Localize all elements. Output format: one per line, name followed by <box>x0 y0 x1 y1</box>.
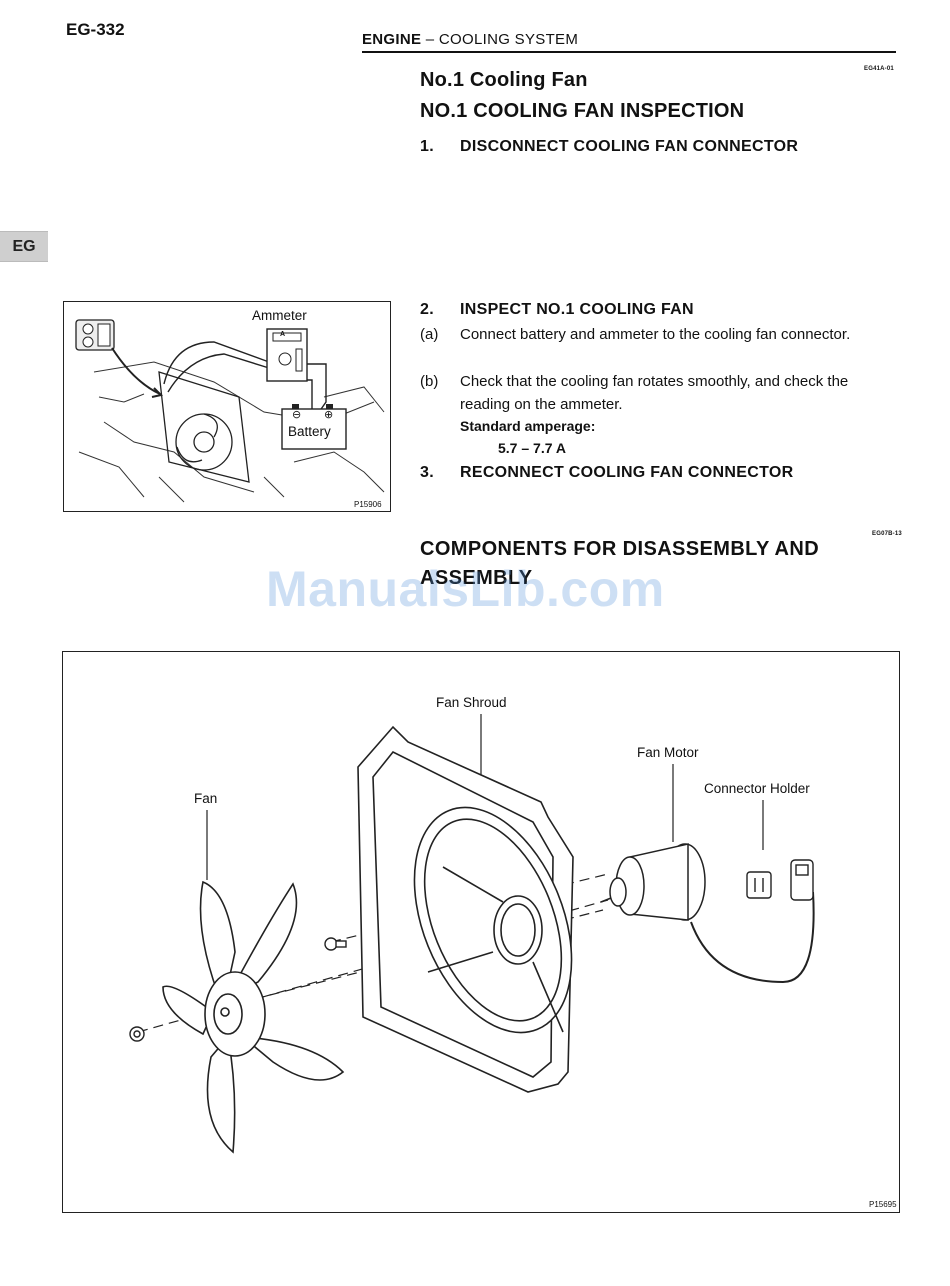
section-title: No.1 Cooling Fan <box>420 69 588 91</box>
header-dash: – <box>425 31 435 48</box>
step-text: INSPECT NO.1 COOLING FAN <box>460 301 694 318</box>
callout-fan-shroud: Fan Shroud <box>436 695 507 710</box>
fan-blades <box>162 880 345 1154</box>
callout-connector-holder: Connector Holder <box>704 781 810 796</box>
connector-inset <box>75 319 163 398</box>
substep-a: (a) Connect battery and ammeter to the c… <box>420 323 902 346</box>
substep-label: (a) <box>420 326 439 343</box>
callout-fan-motor: Fan Motor <box>637 745 699 760</box>
page-number: EG-332 <box>66 20 125 39</box>
ammeter-test-illustration <box>75 319 385 503</box>
ammeter-test-figure: Ammeter A ⊖ ⊕ Battery P15906 <box>63 301 391 512</box>
watermark: ManualsLib.com <box>266 561 665 617</box>
plus-terminal-symbol: ⊕ <box>324 409 334 421</box>
components-figure: Fan Shroud Fan Motor Connector Holder Fa… <box>62 651 900 1213</box>
step-1: 1. DISCONNECT COOLING FAN CONNECTOR <box>420 138 798 156</box>
ammeter <box>266 328 308 382</box>
page-header: ENGINE – COOLING SYSTEM <box>362 31 578 48</box>
callout-fan: Fan <box>194 791 218 806</box>
battery-label: Battery <box>288 424 331 439</box>
step-3: 3. RECONNECT COOLING FAN CONNECTOR <box>420 464 793 482</box>
ammeter-face-label: A <box>280 331 286 338</box>
test-leads <box>163 341 327 413</box>
fan-motor <box>600 843 815 984</box>
ammeter-label: Ammeter <box>252 308 307 323</box>
step-text: DISCONNECT COOLING FAN CONNECTOR <box>460 138 799 155</box>
section-tab: EG <box>0 231 48 262</box>
header-subsection: COOLING SYSTEM <box>438 31 579 48</box>
substep-label: (b) <box>420 373 439 390</box>
header-section: ENGINE <box>362 31 422 48</box>
step-text: RECONNECT COOLING FAN CONNECTOR <box>460 464 794 481</box>
substep-text: Connect battery and ammeter to the cooli… <box>460 326 851 343</box>
step-number: 2. <box>420 301 434 318</box>
section-code: EG07B-13 <box>872 531 902 537</box>
cooling-fan-drawing <box>158 371 250 483</box>
connector-holder <box>746 859 814 901</box>
spec-value: 5.7 – 7.7 A <box>498 440 566 456</box>
section-heading: NO.1 COOLING FAN INSPECTION <box>420 100 745 122</box>
spec-label: Standard amperage: <box>460 418 596 434</box>
step-number: 1. <box>420 138 434 155</box>
section-code: EG41A-01 <box>864 66 894 72</box>
fan-shroud <box>357 725 574 1093</box>
step-2: 2. INSPECT NO.1 COOLING FAN <box>420 301 694 319</box>
step-number: 3. <box>420 464 434 481</box>
section-heading: COMPONENTS FOR DISASSEMBLY AND ASSEMBLY <box>420 538 820 589</box>
substep-b: (b) Check that the cooling fan rotates s… <box>420 370 902 416</box>
fasteners <box>129 937 347 1042</box>
substep-text: Check that the cooling fan rotates smoot… <box>460 373 849 413</box>
header-rule <box>362 51 896 53</box>
figure-ref: P15695 <box>869 1200 897 1209</box>
components-illustration <box>129 714 815 1154</box>
figure-ref: P15906 <box>354 500 382 509</box>
minus-terminal-symbol: ⊖ <box>292 409 302 421</box>
